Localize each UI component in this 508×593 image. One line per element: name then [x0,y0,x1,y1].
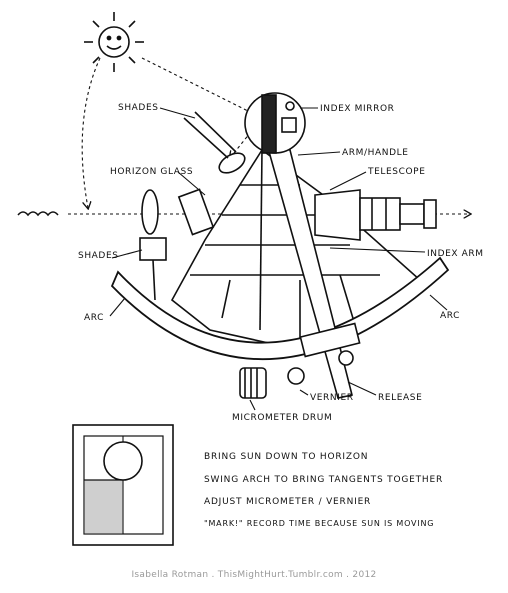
horizon-glass [177,111,246,236]
vernier [299,322,361,366]
label-arm-handle: Arm/Handle [342,148,409,158]
label-index-mirror: Index Mirror [320,104,395,114]
left-shades [139,189,167,301]
sun-icon [84,12,144,72]
instruction-1: Bring Sun Down to Horizon [204,452,369,462]
telescope-view-frame [72,424,174,546]
label-arc-right: Arc [440,311,460,321]
label-shades-top: Shades [118,103,159,113]
leader-lines [109,107,448,411]
label-vernier: Vernier [310,393,354,403]
arc [110,256,450,361]
credit-line: Isabella Rotman . ThisMightHurt.Tumblr.c… [131,570,377,580]
label-micrometer-drum: Micrometer Drum [232,413,332,423]
micrometer-drum [239,367,305,399]
label-index-arm: Index Arm [427,249,484,259]
telescope [314,189,437,241]
instruction-4: "Mark!" Record Time Because Sun is Movin… [204,519,435,528]
horizon-waves-icon [17,211,59,217]
index-mirror [244,92,306,154]
label-horizon-glass: Horizon Glass [110,167,193,177]
label-release: Release [378,393,422,403]
label-shades-left: Shades [78,251,119,261]
label-arc-left: Arc [84,313,104,323]
instruction-2: Swing Arch to Bring Tangents Together [204,475,443,485]
instruction-3: Adjust Micrometer / Vernier [204,497,372,507]
label-telescope: Telescope [367,167,425,177]
